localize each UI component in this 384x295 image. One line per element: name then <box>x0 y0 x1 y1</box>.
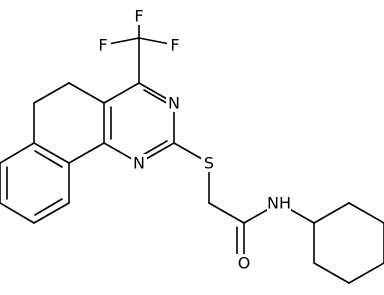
bond-cy5-cy6 <box>313 262 350 284</box>
atom-nh: NH <box>267 194 291 213</box>
atom-label-layer: F F F N N S NH O <box>95 7 291 273</box>
bond-c10a-c10b <box>68 142 105 164</box>
atom-o-label: O <box>238 254 251 273</box>
bond-cy4-cy5 <box>348 262 384 284</box>
bond-c4-n3-double <box>143 89 171 106</box>
bond-c6a-c7 <box>0 142 35 164</box>
bond-c9-c10 <box>33 202 70 224</box>
bond-c10a-c6a <box>33 142 70 164</box>
bond-cy2-cy3 <box>348 202 384 224</box>
atom-f-1: F <box>95 36 111 55</box>
bond-c4a-c4 <box>103 82 140 104</box>
atom-f-1-label: F <box>98 36 107 55</box>
bond-layer <box>0 15 384 284</box>
bond-c4a-c5 <box>68 82 105 104</box>
atom-f-2: F <box>131 7 147 26</box>
atom-f-3: F <box>167 36 183 55</box>
atom-nh-label: NH <box>267 194 291 213</box>
atom-n-1: N <box>131 154 147 173</box>
bond-c9-c10-double <box>34 198 63 216</box>
atom-n-3-label: N <box>168 94 180 113</box>
bond-ch2-carbonyl <box>208 202 245 224</box>
atom-n-3: N <box>166 94 182 113</box>
bond-c8-c9 <box>0 202 35 224</box>
atom-s-label: S <box>204 154 214 173</box>
bond-c5-c6 <box>33 82 70 104</box>
bond-c2-n1-double <box>140 140 168 157</box>
atom-f-3-label: F <box>170 36 179 55</box>
atom-o: O <box>236 254 252 273</box>
atom-f-2-label: F <box>134 7 143 26</box>
bond-c10a-c6a-double <box>34 150 63 168</box>
atom-n-1-label: N <box>133 154 145 173</box>
bond-cy1-cy2 <box>313 202 350 224</box>
atom-s: S <box>201 154 217 173</box>
